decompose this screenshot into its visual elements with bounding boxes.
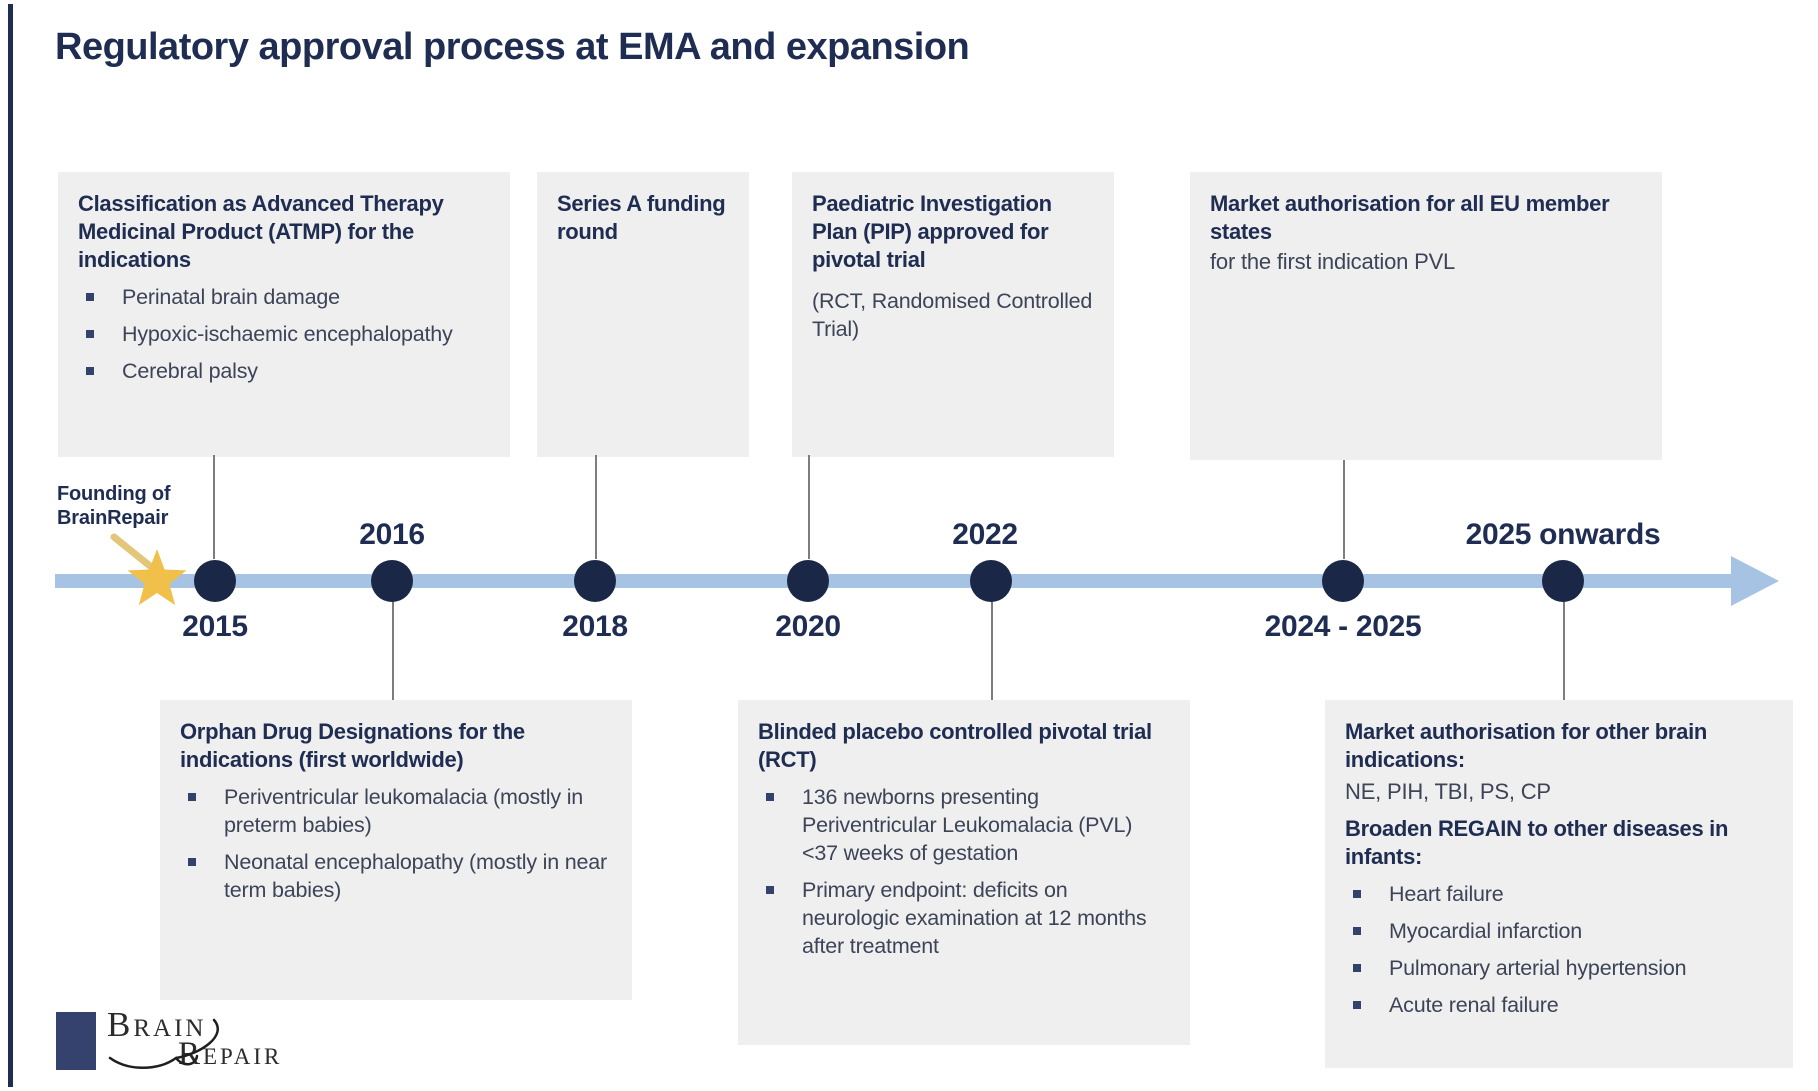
bullet-marker bbox=[766, 793, 774, 802]
ma-other-box-title: Market authorisation for other brain ind… bbox=[1345, 719, 1708, 773]
timeline-dot-2018 bbox=[574, 560, 616, 602]
bullet-item: Periventricular leukomalacia (mostly in … bbox=[180, 784, 612, 840]
pip-box-body: (RCT, Randomised Controlled Trial) bbox=[812, 289, 1093, 342]
atmp-box: Classification as Advanced Therapy Medic… bbox=[58, 172, 510, 457]
bullet-marker bbox=[1353, 1001, 1361, 1010]
founding-star-icon bbox=[127, 549, 187, 606]
year-label-2020: 2020 bbox=[775, 610, 841, 643]
bullet-text: Perinatal brain damage bbox=[122, 285, 340, 310]
series-a-box: Series A funding round bbox=[537, 172, 749, 457]
bullet-item: Primary endpoint: deficits on neurologic… bbox=[758, 877, 1170, 961]
logo-word-repair: Repair bbox=[178, 1036, 283, 1072]
bullet-item: Heart failure bbox=[1345, 881, 1779, 909]
connector-2016 bbox=[392, 601, 394, 700]
bullet-marker bbox=[766, 886, 774, 895]
timeline-arrowhead-icon bbox=[1731, 556, 1779, 606]
connector-2024-2025 bbox=[1343, 460, 1345, 559]
bullet-item: 136 newborns presenting Periventricular … bbox=[758, 784, 1170, 868]
bullet-item: Neonatal encephalopathy (mostly in near … bbox=[180, 849, 612, 905]
connector-2020 bbox=[808, 455, 810, 559]
page-title: Regulatory approval process at EMA and e… bbox=[55, 26, 970, 68]
bullet-marker bbox=[86, 330, 94, 339]
left-accent-bar bbox=[8, 4, 13, 1087]
bullet-item: Cerebral palsy bbox=[78, 358, 490, 386]
founding-label-line2: BrainRepair bbox=[57, 507, 169, 529]
connector-2018 bbox=[595, 455, 597, 559]
logo-word-brain: Brain bbox=[107, 1005, 207, 1044]
ma-other-box: Market authorisation for other brain ind… bbox=[1325, 700, 1793, 1068]
bullet-marker bbox=[1353, 964, 1361, 973]
bullet-marker bbox=[1353, 927, 1361, 936]
bullet-item: Pulmonary arterial hypertension bbox=[1345, 955, 1779, 983]
logo-square bbox=[56, 1012, 96, 1070]
bullet-marker bbox=[86, 367, 94, 376]
series-a-box-title: Series A funding round bbox=[557, 191, 726, 245]
timeline-line bbox=[55, 574, 1735, 588]
founding-label: Founding of BrainRepair bbox=[57, 482, 171, 530]
rct-box-title: Blinded placebo controlled pivotal trial… bbox=[758, 719, 1152, 773]
bullet-item: Perinatal brain damage bbox=[78, 284, 490, 312]
year-label-2016: 2016 bbox=[359, 518, 425, 551]
ma-eu-box: Market authorisation for all EU member s… bbox=[1190, 172, 1662, 460]
pip-box-title: Paediatric Investigation Plan (PIP) appr… bbox=[812, 191, 1052, 273]
bullet-item: Myocardial infarction bbox=[1345, 918, 1779, 946]
timeline-dot-2020 bbox=[787, 560, 829, 602]
bullet-text: Heart failure bbox=[1389, 882, 1504, 907]
pip-box: Paediatric Investigation Plan (PIP) appr… bbox=[792, 172, 1114, 457]
bullet-marker bbox=[86, 293, 94, 302]
timeline-dot-2024-2025 bbox=[1322, 560, 1364, 602]
ma-eu-box-title: Market authorisation for all EU member s… bbox=[1210, 191, 1610, 245]
logo-squiggle-icon bbox=[108, 1018, 219, 1069]
bullet-marker bbox=[1353, 890, 1361, 899]
year-label-2025-onwards: 2025 onwards bbox=[1465, 518, 1661, 551]
bullet-marker bbox=[188, 858, 196, 867]
orphan-box: Orphan Drug Designations for the indicat… bbox=[160, 700, 632, 1000]
ma-eu-box-body: for the first indication PVL bbox=[1210, 249, 1456, 275]
ma-other-box-body: NE, PIH, TBI, PS, CP bbox=[1345, 779, 1551, 805]
year-label-2015: 2015 bbox=[182, 610, 248, 643]
timeline-dot-2015 bbox=[194, 560, 236, 602]
bullet-text: Pulmonary arterial hypertension bbox=[1389, 956, 1687, 981]
bullet-text: Myocardial infarction bbox=[1389, 919, 1582, 944]
bullet-text: Hypoxic-ischaemic encephalopathy bbox=[122, 322, 453, 347]
year-label-2018: 2018 bbox=[562, 610, 628, 643]
bullet-text: Primary endpoint: deficits on neurologic… bbox=[802, 878, 1147, 958]
bullet-item: Acute renal failure bbox=[1345, 992, 1779, 1020]
connector-2025-onwards bbox=[1563, 601, 1565, 700]
bullet-marker bbox=[188, 793, 196, 802]
orphan-box-title: Orphan Drug Designations for the indicat… bbox=[180, 719, 525, 773]
timeline-dot-2022 bbox=[970, 560, 1012, 602]
timeline-dot-2016 bbox=[371, 560, 413, 602]
bullet-item: Hypoxic-ischaemic encephalopathy bbox=[78, 321, 490, 349]
bullet-text: 136 newborns presenting Periventricular … bbox=[802, 785, 1133, 866]
bullet-text: Acute renal failure bbox=[1389, 993, 1559, 1018]
connector-2022 bbox=[991, 601, 993, 700]
connector-2015 bbox=[213, 455, 215, 559]
bullet-text: Cerebral palsy bbox=[122, 359, 258, 384]
ma-other-box-title2: Broaden REGAIN to other diseases in infa… bbox=[1345, 815, 1729, 870]
founding-pointer-icon bbox=[110, 533, 154, 570]
year-label-2022: 2022 bbox=[952, 518, 1018, 551]
founding-label-line1: Founding of bbox=[57, 483, 171, 505]
year-label-2024-2025: 2024 - 2025 bbox=[1264, 610, 1422, 643]
timeline-dot-2025-onwards bbox=[1542, 560, 1584, 602]
rct-box: Blinded placebo controlled pivotal trial… bbox=[738, 700, 1190, 1045]
bullet-text: Neonatal encephalopathy (mostly in near … bbox=[224, 850, 608, 903]
atmp-box-title: Classification as Advanced Therapy Medic… bbox=[78, 191, 444, 273]
bullet-text: Periventricular leukomalacia (mostly in … bbox=[224, 785, 584, 838]
